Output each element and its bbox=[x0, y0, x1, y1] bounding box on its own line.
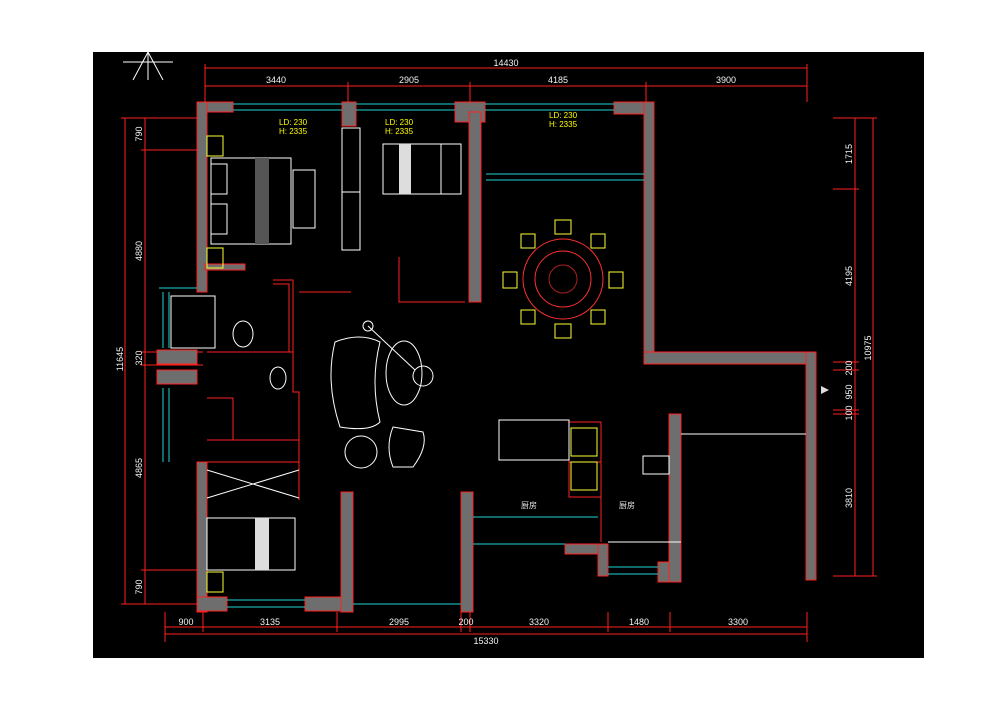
right-dimension-chain: 1715 4195 200 950 100 3810 10975 bbox=[833, 117, 877, 577]
top-dim-4: 3900 bbox=[716, 75, 736, 85]
window-label-1-h: H: 2335 bbox=[279, 127, 308, 136]
armchair-icon bbox=[344, 426, 425, 469]
right-total-dim: 10975 bbox=[863, 335, 873, 360]
top-dim-2: 2905 bbox=[399, 75, 419, 85]
bottom-dim-1: 900 bbox=[178, 617, 193, 627]
window-label-1-ld: LD: 230 bbox=[279, 118, 308, 127]
bed-second-icon bbox=[382, 143, 462, 195]
windows bbox=[159, 103, 658, 608]
left-dim-4: 4865 bbox=[134, 458, 144, 478]
left-dimension-chain: 11645 790 4880 320 4865 790 bbox=[115, 117, 203, 605]
bottom-dimension-chain: 900 3135 2995 200 3320 1480 3300 15330 bbox=[164, 612, 808, 646]
left-dim-5: 790 bbox=[134, 579, 144, 594]
kitchen-counter-icon bbox=[498, 419, 670, 491]
right-dim-4: 950 bbox=[844, 384, 854, 399]
bottom-dim-4: 200 bbox=[458, 617, 473, 627]
room-label-kitchen-1: 厨房 bbox=[521, 500, 537, 510]
walls bbox=[156, 101, 817, 613]
window-label-2-h: H: 2335 bbox=[385, 127, 414, 136]
bottom-dim-2: 3135 bbox=[260, 617, 280, 627]
dining-table-icon bbox=[502, 219, 624, 339]
top-total-dim: 14430 bbox=[493, 58, 518, 68]
left-dim-3: 320 bbox=[134, 350, 144, 365]
interior-partitions bbox=[207, 257, 602, 542]
bottom-dim-3: 2995 bbox=[389, 617, 409, 627]
left-dim-1: 790 bbox=[134, 126, 144, 141]
window-label-3-ld: LD: 230 bbox=[549, 111, 578, 120]
top-dim-3: 4185 bbox=[548, 75, 568, 85]
wardrobe-icon bbox=[341, 127, 361, 251]
bottom-total-dim: 15330 bbox=[473, 636, 498, 646]
sofa-icon bbox=[330, 320, 434, 430]
bottom-dim-5: 3320 bbox=[529, 617, 549, 627]
north-arrow-icon bbox=[123, 52, 173, 81]
bed-master-icon bbox=[206, 135, 316, 269]
right-room-outline bbox=[608, 386, 829, 543]
bottom-dim-7: 3300 bbox=[728, 617, 748, 627]
window-label-2-ld: LD: 230 bbox=[385, 118, 414, 127]
right-dim-2: 4195 bbox=[844, 266, 854, 286]
right-dim-1: 1715 bbox=[844, 144, 854, 164]
room-label-kitchen-2: 厨房 bbox=[619, 500, 635, 510]
right-dim-5: 100 bbox=[844, 405, 854, 420]
cad-drawing-canvas: 14430 3440 2905 4185 3900 900 3135 2995 … bbox=[93, 52, 924, 658]
top-dimension-chain: 14430 3440 2905 4185 3900 bbox=[204, 58, 808, 102]
toilet-icon bbox=[170, 295, 287, 390]
bottom-dim-6: 1480 bbox=[629, 617, 649, 627]
bed-third-icon bbox=[206, 469, 300, 593]
right-dim-3: 200 bbox=[844, 360, 854, 375]
left-total-dim: 11645 bbox=[115, 347, 125, 371]
right-dim-6: 3810 bbox=[844, 488, 854, 508]
window-label-3-h: H: 2335 bbox=[549, 120, 578, 129]
top-dim-1: 3440 bbox=[266, 75, 286, 85]
left-dim-2: 4880 bbox=[134, 241, 144, 261]
floor-plan: 14430 3440 2905 4185 3900 900 3135 2995 … bbox=[115, 52, 877, 646]
